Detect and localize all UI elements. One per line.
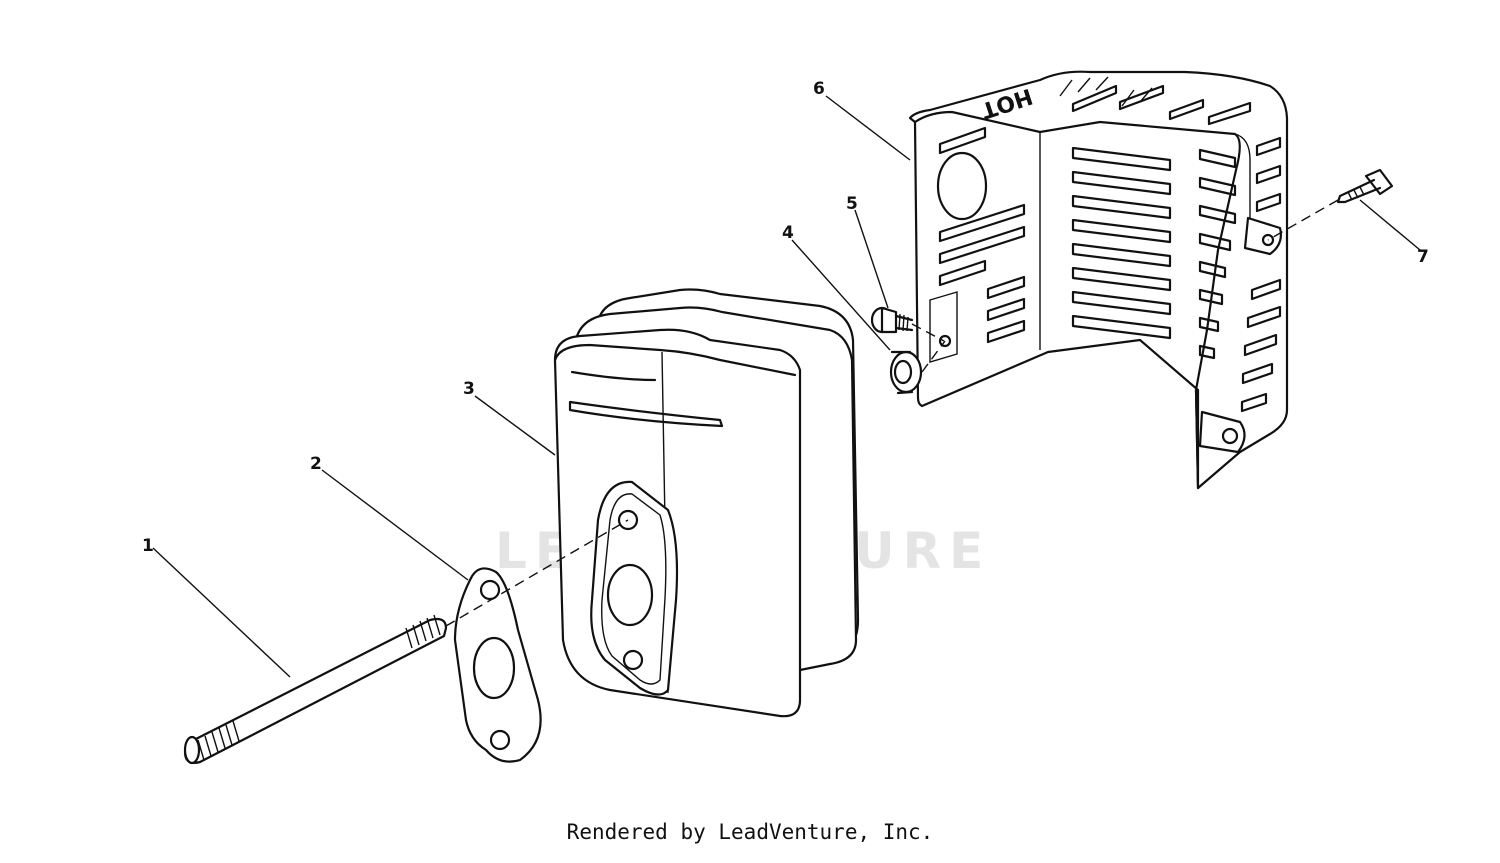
washer-part-4 — [889, 350, 923, 395]
callout-5: 5 — [846, 194, 858, 214]
stud — [183, 614, 448, 765]
render-credit: Rendered by LeadVenture, Inc. — [566, 820, 934, 844]
callout-2: 2 — [310, 454, 322, 474]
center-vent-slots — [1071, 146, 1172, 340]
callout-6: 6 — [813, 79, 825, 99]
muffler — [553, 288, 860, 718]
right-vent-slots — [1198, 136, 1282, 413]
heat-shield: HOT — [908, 70, 1289, 490]
callout-3: 3 — [463, 379, 475, 399]
leader-lines — [152, 95, 1421, 678]
callout-4: 4 — [782, 223, 794, 243]
callout-labels: 1 2 3 4 5 6 7 — [142, 79, 1429, 556]
callout-7: 7 — [1417, 247, 1429, 267]
top-vent-slots — [1059, 76, 1252, 126]
gasket — [453, 567, 542, 763]
callout-1: 1 — [142, 536, 154, 556]
assembly-lines — [445, 199, 1339, 627]
bolt-part-5 — [870, 306, 914, 334]
bolt-part-7 — [1336, 168, 1394, 204]
